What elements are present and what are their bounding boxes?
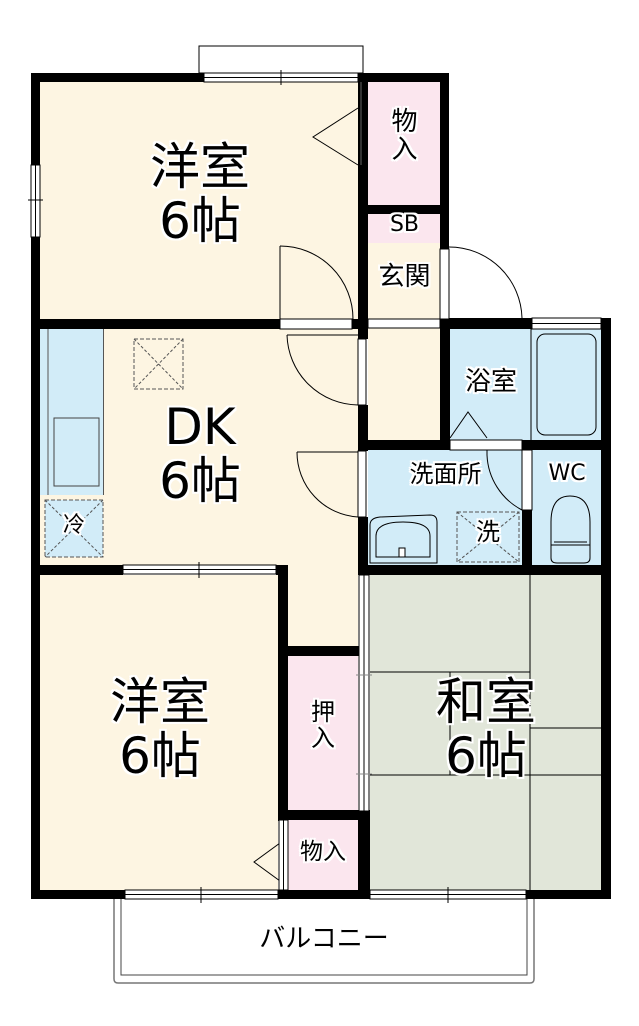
wall-bottom-mid [278, 890, 370, 899]
fridge-label: 冷 [62, 513, 85, 538]
washroom-label: 洗面所 [409, 460, 482, 488]
japanese-room-name: 和室 [436, 673, 536, 731]
wall-dk-right-b [358, 405, 368, 451]
wall-oshiire-bottom [278, 810, 370, 820]
wall-top-dk [31, 319, 280, 329]
wall-top-dk-right [352, 319, 368, 329]
wall-dk-right-a [358, 329, 368, 339]
western-room-bottom [40, 575, 278, 890]
kitchen-counter [40, 329, 104, 495]
shoebox-label: SB [389, 212, 420, 237]
washer-label: 洗 [476, 518, 500, 546]
closet-top [368, 82, 441, 206]
shoebox [368, 213, 441, 243]
oshiire [288, 656, 358, 811]
wall-top-right [358, 73, 449, 82]
western-room-bottom-size: 6帖 [119, 727, 201, 785]
closet-top-line1: 物 [391, 107, 418, 137]
oshiire-label: 押 入 [288, 698, 358, 752]
western-room-bottom-name: 洋室 [110, 673, 210, 731]
oshiire-line1: 押 [311, 698, 335, 726]
closet-bottom-label: 物入 [300, 839, 346, 865]
japanese-room [370, 575, 602, 890]
western-room-top-label: 洋室 6帖 [100, 140, 300, 248]
western-room-top-size: 6帖 [159, 192, 241, 250]
closet-top-line2: 入 [391, 135, 418, 166]
bathroom-label: 浴室 [464, 367, 517, 397]
closet-bottom [288, 820, 358, 890]
wall-bath-bottom-a [358, 440, 450, 450]
wall-closet-sb [358, 205, 449, 214]
western-room-bottom-label: 洋室 6帖 [60, 675, 260, 783]
wall-wet-bottom [358, 565, 611, 575]
wall-bath-top [440, 318, 532, 329]
wall-oshiire-top [278, 646, 368, 656]
closet-top-label: 物 入 [368, 108, 441, 164]
wall-dk-bottom-a [31, 565, 123, 575]
toilet-label: WC [548, 461, 586, 486]
wall-bottom-right [526, 890, 611, 899]
wall-wc-left [522, 510, 532, 570]
balcony-label: バルコニー [259, 924, 389, 954]
dk-name: DK [164, 398, 236, 456]
entrance-label: 玄関 [378, 262, 431, 292]
wall-closet-right [358, 810, 370, 899]
wall-left [31, 73, 40, 899]
oshiire-line2: 入 [311, 723, 335, 752]
entrance [368, 243, 441, 319]
dk-label: DK 6帖 [100, 400, 300, 508]
wall-western-right [278, 565, 288, 821]
japanese-room-size: 6帖 [445, 727, 527, 785]
western-room-top-name: 洋室 [150, 138, 250, 196]
entrance-hall [368, 328, 441, 440]
wall-top-left [31, 73, 204, 82]
wall-dk-right-c [358, 517, 368, 575]
wall-right-top [440, 73, 449, 249]
wall-bath-bottom-b [522, 440, 611, 450]
wall-bath-left [440, 318, 450, 450]
wall-bottom-left [31, 890, 125, 899]
wall-right-outer [601, 318, 611, 899]
japanese-room-label: 和室 6帖 [386, 675, 586, 783]
dk-size: 6帖 [159, 452, 241, 510]
wall-closet-partition [358, 73, 368, 329]
dk-corridor [288, 565, 358, 655]
